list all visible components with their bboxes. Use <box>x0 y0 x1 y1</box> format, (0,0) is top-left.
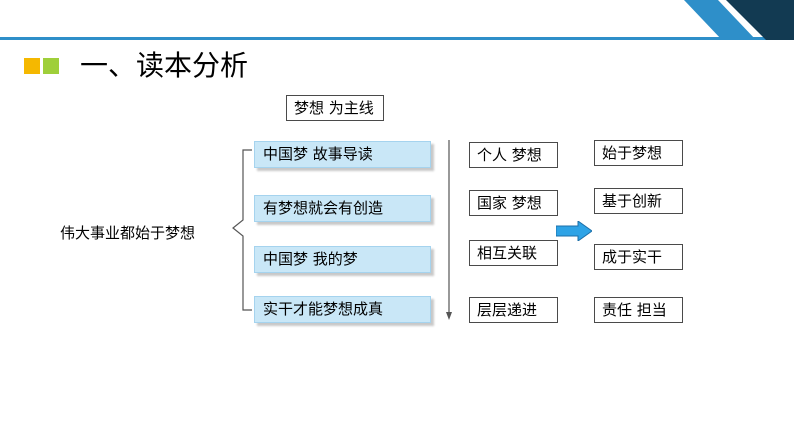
right-item-2: 基于创新 <box>594 188 683 214</box>
middle-item-label: 个人 梦想 <box>477 145 542 164</box>
green-square-bullet-icon <box>43 58 59 74</box>
left-item-label: 中国梦 故事导读 <box>263 145 373 163</box>
right-item-label: 基于创新 <box>602 191 663 210</box>
middle-item-label: 层层递进 <box>477 300 538 319</box>
middle-item-label: 相互关联 <box>477 243 538 262</box>
yellow-square-bullet-icon <box>24 58 40 74</box>
theme-box-label: 梦想 为主线 <box>294 98 374 117</box>
theme-box: 梦想 为主线 <box>286 95 384 121</box>
right-item-4: 责任 担当 <box>594 297 683 323</box>
left-item-label: 实干才能梦想成真 <box>263 300 384 318</box>
left-item-1: 中国梦 故事导读 <box>254 141 431 168</box>
middle-item-3: 相互关联 <box>469 240 558 266</box>
middle-item-4: 层层递进 <box>469 297 558 323</box>
middle-item-2: 国家 梦想 <box>469 190 558 216</box>
slide-title: 一、读本分析 <box>80 49 249 82</box>
left-item-4: 实干才能梦想成真 <box>254 296 431 323</box>
left-item-2: 有梦想就会有创造 <box>254 195 431 222</box>
right-item-label: 责任 担当 <box>602 300 667 319</box>
left-item-label: 有梦想就会有创造 <box>263 199 384 217</box>
main-topic-label: 伟大事业都始于梦想 <box>60 224 196 242</box>
left-brace <box>232 149 252 311</box>
header-accent-line <box>0 37 785 40</box>
middle-item-label: 国家 梦想 <box>477 193 542 212</box>
right-item-3: 成于实干 <box>594 244 683 270</box>
right-item-1: 始于梦想 <box>594 140 683 166</box>
right-arrow-icon <box>556 221 592 241</box>
left-item-3: 中国梦 我的梦 <box>254 246 431 273</box>
middle-item-1: 个人 梦想 <box>469 142 558 168</box>
right-item-label: 始于梦想 <box>602 143 663 162</box>
right-item-label: 成于实干 <box>602 247 663 266</box>
vertical-arrow-head <box>446 312 452 320</box>
corner-decoration-icon <box>684 0 794 40</box>
left-item-label: 中国梦 我的梦 <box>263 250 358 268</box>
